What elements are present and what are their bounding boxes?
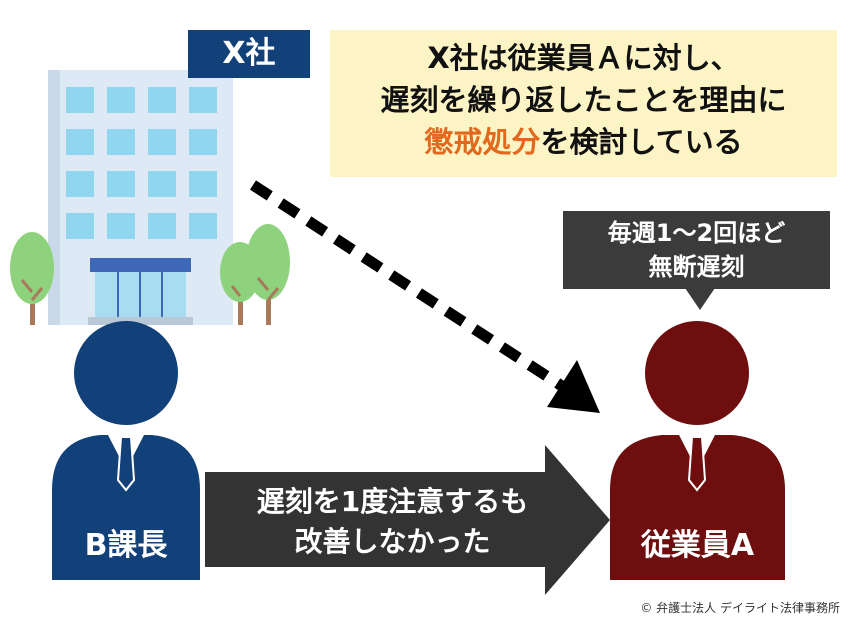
caption-box: X社は従業員Ａに対し、 遅刻を繰り返したことを理由に 懲戒処分を検討している <box>330 30 837 177</box>
tree-icon <box>10 232 54 325</box>
building-window <box>66 171 94 197</box>
employee-label: 従業員A <box>640 528 755 563</box>
bubble-tail <box>685 288 715 310</box>
caption-emphasis: 懲戒処分 <box>424 125 541 159</box>
boss-person-icon <box>52 321 200 580</box>
boss-label: B課長 <box>84 528 168 563</box>
caption-line-2: 遅刻を繰り返したことを理由に <box>380 83 787 117</box>
solid-arrow <box>205 445 610 595</box>
building-window <box>107 87 135 113</box>
building-window <box>189 171 217 197</box>
tree-icon <box>220 224 290 325</box>
caption-line-3: 懲戒処分を検討している <box>330 121 837 163</box>
bubble-line-2: 無断遅刻 <box>648 253 745 281</box>
building-window <box>66 213 94 239</box>
bubble-line-1: 毎週1〜2回ほど <box>607 219 786 247</box>
building-window <box>189 87 217 113</box>
office-building-icon <box>48 70 233 325</box>
building-window <box>189 129 217 155</box>
dashed-arrow <box>250 180 600 413</box>
building-window <box>148 87 176 113</box>
building-window <box>148 171 176 197</box>
arrow-text-line-2: 改善しなかった <box>294 525 491 558</box>
caption-line-1: X社は従業員Ａに対し、 <box>427 41 740 75</box>
building-window <box>148 213 176 239</box>
speech-bubble: 毎週1〜2回ほど 無断遅刻 <box>563 211 830 289</box>
employee-person-icon <box>610 321 785 580</box>
arrow-text: 遅刻を1度注意するも 改善しなかった <box>205 482 580 562</box>
copyright-text: © 弁護士法人 デイライト法律事務所 <box>640 601 840 615</box>
building-window <box>107 171 135 197</box>
building-window <box>148 129 176 155</box>
building-window <box>107 213 135 239</box>
caption-line-3-rest: を検討している <box>540 125 743 159</box>
building-window <box>66 87 94 113</box>
building-window <box>189 213 217 239</box>
building-window <box>107 129 135 155</box>
building-window <box>66 129 94 155</box>
company-label: X社 <box>188 30 310 78</box>
arrow-text-line-1: 遅刻を1度注意するも <box>256 485 529 518</box>
